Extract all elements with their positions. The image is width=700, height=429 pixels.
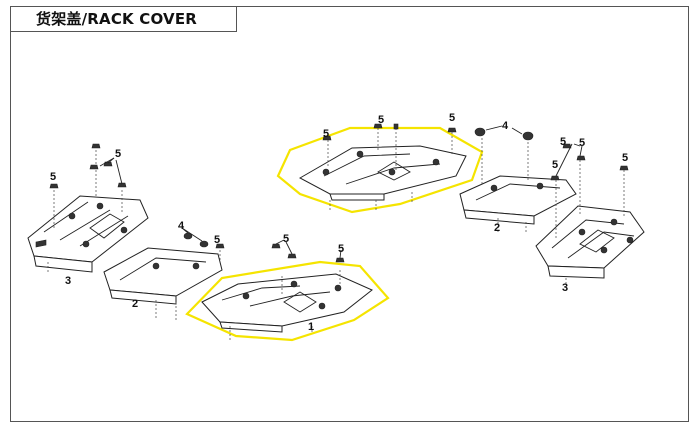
clips-right (474, 125, 534, 186)
callout-bracket-right: 2 (494, 222, 500, 234)
callout-bolt-upper-mid: 5 (378, 114, 384, 126)
end-cover-left (27, 195, 149, 273)
cover-rack-upper (276, 126, 484, 214)
callout-clip-left: 4 (178, 220, 185, 232)
callout-bolt-left: 5 (50, 171, 56, 183)
bolts-right-group (550, 143, 629, 181)
callout-end-cover-right: 3 (562, 282, 568, 294)
bolts-left-group (47, 143, 127, 274)
clips-left (181, 227, 225, 262)
callout-bracket-left: 2 (132, 298, 138, 310)
drawing-frame (10, 6, 689, 422)
callout-bolt-right-left: 5 (552, 159, 558, 171)
page-title: 货架盖/RACK COVER (36, 10, 198, 28)
callout-bolt-lower-center: 5 (283, 233, 289, 245)
bolts-lower-center (271, 239, 345, 263)
callout-clip-right: 4 (502, 120, 509, 132)
callout-bolt-right-far: 5 (622, 152, 628, 164)
end-cover-right (535, 160, 645, 290)
callout-end-cover-left: 3 (65, 275, 71, 287)
callout-bolt-upper-right: 5 (449, 112, 455, 124)
bolts-upper-center (322, 123, 457, 141)
cover-rack-lower (185, 260, 390, 342)
title-block: 货架盖/RACK COVER (10, 6, 237, 32)
callout-bolt-right-mid: 5 (579, 137, 585, 149)
callout-labels: 5 5 3 4 5 2 5 5 1 5 5 5 4 2 5 5 5 5 3 (50, 112, 628, 333)
callout-bolt-right-top: 5 (560, 136, 566, 148)
callout-cover-rack-lower: 1 (308, 321, 314, 333)
callout-bolt-lower-right: 5 (338, 243, 344, 255)
callout-bolt-upper-left: 5 (323, 128, 329, 140)
bracket-left (103, 247, 223, 320)
bracket-right (459, 175, 577, 234)
callout-bolt-clip-left: 5 (214, 234, 220, 246)
callout-bolt-left-top: 5 (115, 148, 121, 160)
